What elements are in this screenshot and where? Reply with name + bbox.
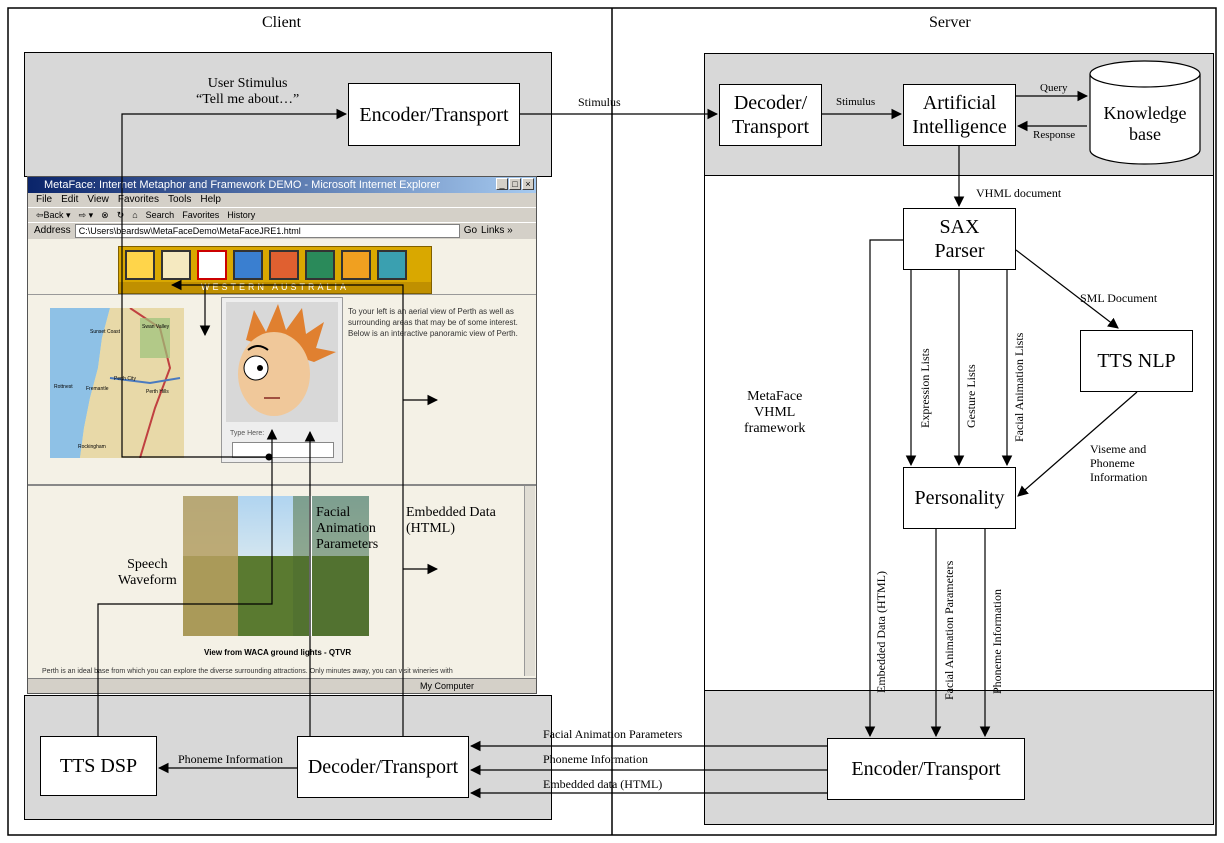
menu-help[interactable]: Help: [200, 194, 221, 205]
menu-view[interactable]: View: [87, 194, 109, 205]
metaface-framework-label: MetaFace VHML framework: [744, 389, 806, 437]
back-button[interactable]: ⇦Back ▾: [36, 210, 71, 220]
facial-animation-parameters-label: Facial Animation Parameters: [942, 560, 956, 700]
page-divider: [28, 294, 536, 295]
photo-caption: View from WACA ground lights - QTVR: [204, 648, 352, 657]
frame-divider: [28, 484, 536, 486]
close-icon[interactable]: ×: [522, 178, 534, 190]
server-decoder-transport-box: Decoder/Transport: [719, 84, 822, 146]
perth-map-image: Swan Valley Perth City Perth Hills Frema…: [50, 308, 184, 458]
menu-file[interactable]: File: [36, 194, 53, 205]
fap-link-label: Facial Animation Parameters: [543, 727, 683, 741]
home-button[interactable]: ⌂: [132, 210, 138, 220]
vhml-document-label: VHML document: [976, 186, 1062, 200]
client-section-title: Client: [262, 14, 302, 31]
links-button[interactable]: Links »: [481, 225, 513, 236]
facial-animation-lists-label: Facial Animation Lists: [1012, 332, 1026, 442]
status-zone-text: My Computer: [420, 681, 475, 691]
query-label: Query: [1040, 82, 1068, 94]
viseme-phoneme-label: Viseme and Phoneme Information: [1090, 442, 1148, 484]
banner-book-icon[interactable]: [161, 250, 191, 280]
embedded-data-html-label: Embedded Data (HTML): [874, 571, 888, 693]
facial-animation-label: Facial Animation Parameters: [316, 505, 379, 553]
menu-favorites[interactable]: Favorites: [117, 194, 159, 205]
banner-phone-icon[interactable]: [377, 250, 407, 280]
browser-statusbar: My Computer: [28, 678, 536, 693]
menu-tools[interactable]: Tools: [167, 194, 192, 205]
address-label: Address: [34, 225, 71, 236]
maximize-icon[interactable]: □: [509, 178, 521, 190]
go-button[interactable]: Go: [463, 225, 478, 236]
browser-title: MetaFace: Internet Metaphor and Framewor…: [44, 179, 441, 191]
phoneme-link-label: Phoneme Information: [543, 752, 648, 766]
client-decoder-transport-box: Decoder/Transport: [297, 736, 469, 798]
banner-text: WESTERN AUSTRALIA: [119, 282, 431, 293]
gesture-lists-label: Gesture Lists: [964, 364, 978, 428]
browser-address-bar: Address C:\Users\beardsw\MetaFaceDemo\Me…: [28, 222, 536, 239]
sml-document-label: SML Document: [1080, 291, 1158, 305]
browser-menubar: File Edit View Favorites Tools Help: [28, 193, 536, 207]
map-label-sunset-coast: Sunset Coast: [90, 329, 121, 335]
banner-apple-icon[interactable]: [197, 250, 227, 280]
forward-button[interactable]: ⇨ ▾: [78, 210, 94, 220]
embedded-data-label: Embedded Data (HTML): [406, 505, 496, 537]
search-button[interactable]: Search: [145, 210, 175, 220]
face-panel: Type Here:: [221, 297, 343, 463]
knowledge-base-label: Knowledge base: [1103, 103, 1187, 144]
browser-page: WESTERN AUSTRALIA Swan Valley Perth City…: [28, 240, 536, 678]
minimize-icon[interactable]: _: [496, 178, 508, 190]
banner-brush-icon[interactable]: [341, 250, 371, 280]
server-encoder-transport-box: Encoder/Transport: [827, 738, 1025, 800]
type-here-label: Type Here:: [230, 430, 265, 437]
banner-pencil-icon[interactable]: [233, 250, 263, 280]
vertical-scrollbar[interactable]: [524, 486, 535, 676]
banner-scroll-icon[interactable]: [269, 250, 299, 280]
type-here-input[interactable]: [232, 442, 334, 458]
embedded-browser-window: MetaFace: Internet Metaphor and Framewor…: [27, 176, 537, 694]
favorites-button[interactable]: Favorites: [182, 210, 220, 220]
response-label: Response: [1033, 129, 1076, 141]
address-input[interactable]: C:\Users\beardsw\MetaFaceDemo\MetaFaceJR…: [74, 224, 460, 238]
map-label-rockingham: Rockingham: [78, 444, 106, 450]
speech-waveform-label: Speech Waveform: [118, 557, 177, 589]
history-button[interactable]: History: [227, 210, 256, 220]
user-stimulus-label: User Stimulus “Tell me about…”: [196, 76, 300, 108]
banner: WESTERN AUSTRALIA: [118, 246, 432, 294]
expression-lists-label: Expression Lists: [918, 348, 932, 428]
intro-text: To your left is an aerial view of Perth …: [348, 307, 518, 338]
server-section-title: Server: [929, 14, 971, 31]
map-label-perth-city: Perth City: [114, 376, 136, 382]
client-encoder-transport-box: Encoder/Transport: [348, 83, 520, 146]
knowledge-base-cylinder: [1089, 60, 1201, 165]
stimulus-link-label: Stimulus: [578, 95, 621, 109]
embedded-link-label: Embedded data (HTML): [543, 777, 663, 791]
personality-box: Personality: [903, 467, 1016, 529]
map-label-rottnest: Rottnest: [54, 384, 73, 390]
page-body-text: Perth is an ideal base from which you ca…: [42, 668, 453, 675]
browser-titlebar: MetaFace: Internet Metaphor and Framewor…: [28, 177, 536, 193]
refresh-button[interactable]: ↻: [116, 210, 125, 220]
map-label-perth-hills: Perth Hills: [146, 389, 169, 395]
tts-dsp-box: TTS DSP: [40, 736, 157, 796]
stop-button[interactable]: ⊗: [101, 210, 109, 220]
server-stimulus-label: Stimulus: [836, 96, 876, 108]
banner-sun-icon[interactable]: [125, 250, 155, 280]
banner-tree-icon[interactable]: [305, 250, 335, 280]
map-label-swan-valley: Swan Valley: [142, 324, 170, 330]
client-phoneme-label: Phoneme Information: [178, 752, 283, 766]
phoneme-information-vertical-label: Phoneme Information: [990, 589, 1004, 694]
menu-edit[interactable]: Edit: [61, 194, 79, 205]
browser-toolbar: ⇦Back ▾ ⇨ ▾ ⊗ ↻ ⌂ Search Favorites Histo…: [28, 207, 536, 222]
map-label-fremantle: Fremantle: [86, 386, 109, 392]
cartoon-face-avatar: [226, 302, 338, 422]
tts-nlp-box: TTS NLP: [1080, 330, 1193, 392]
